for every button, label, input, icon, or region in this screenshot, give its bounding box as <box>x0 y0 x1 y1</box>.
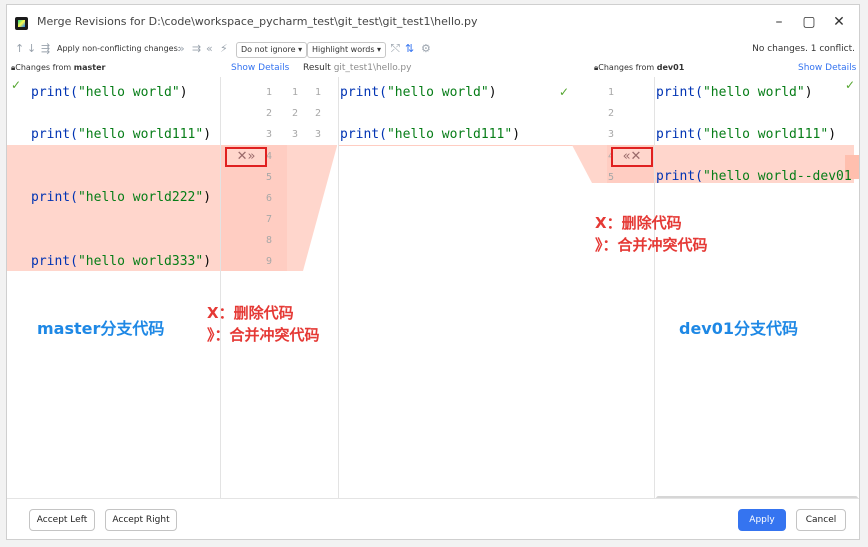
line-number: 6 <box>265 193 273 204</box>
next-change-icon[interactable]: ↓ <box>27 42 37 55</box>
master-branch-annotation: master分支代码 <box>37 319 165 338</box>
result-file-path: git_test1\hello.py <box>333 63 412 73</box>
pycharm-logo-icon <box>15 17 28 30</box>
right-conflict-connector <box>572 145 608 183</box>
apply-non-conflicting-label: Apply non-conflicting changes: <box>57 44 181 53</box>
bottom-bar: Accept Left Accept Right Apply Cancel <box>7 498 859 539</box>
settings-gear-icon[interactable]: ⚙ <box>421 42 431 55</box>
apply-right-icon[interactable]: » <box>178 42 185 55</box>
apply-button[interactable]: Apply <box>738 509 786 531</box>
right-branch-name: dev01 <box>656 63 685 72</box>
dev01-branch-annotation: dev01分支代码 <box>679 319 799 338</box>
merge-conflict-note: 》：合并冲突代码 <box>207 326 320 344</box>
code-line: print("hello world222") <box>31 190 212 205</box>
line-number: 9 <box>265 256 273 267</box>
code-line: print("hello world111") <box>31 127 212 142</box>
line-number: 3 <box>607 129 615 140</box>
code-line: print("hello world") <box>31 85 188 100</box>
cancel-button[interactable]: Cancel <box>796 509 846 531</box>
discard-left-icon[interactable]: ✕ <box>236 149 248 164</box>
left-conflict-actions: ✕» <box>225 147 267 167</box>
delete-code-note: X：删除代码 <box>207 304 294 322</box>
line-number: 1 <box>265 87 273 98</box>
lock-icon: 🔒︎ <box>11 63 16 72</box>
line-number: 3 <box>314 129 322 140</box>
accept-left-change-icon[interactable]: » <box>247 149 256 164</box>
ignore-whitespace-select[interactable]: Do not ignore ▾ <box>236 42 308 58</box>
apply-left-icon[interactable]: « <box>206 42 213 55</box>
title-bar: Merge Revisions for D:\code\workspace_py… <box>7 5 859 39</box>
magic-resolve-icon[interactable]: ⚡ <box>220 42 228 55</box>
line-number: 4 <box>265 151 273 162</box>
result-conflict-marker <box>338 145 588 146</box>
left-conflict-connector <box>287 145 337 271</box>
apply-non-conflicting-icon[interactable]: ⇶ <box>41 42 51 55</box>
previous-change-icon[interactable]: ↑ <box>15 42 25 55</box>
line-number: 5 <box>265 172 273 183</box>
code-line: print("hello world111") <box>340 127 521 142</box>
line-number: 2 <box>607 108 615 119</box>
code-line: print("hello world") <box>340 85 497 100</box>
minimize-icon[interactable]: – <box>775 14 783 30</box>
collapse-icon[interactable]: ⤲ <box>391 42 400 55</box>
maximize-icon[interactable]: ▢ <box>802 14 816 30</box>
apply-all-icon[interactable]: ⇉ <box>192 42 202 55</box>
left-conflict-highlight <box>7 145 220 271</box>
conflict-status: No changes. 1 conflict. <box>752 44 855 54</box>
close-icon[interactable]: ✕ <box>833 14 845 30</box>
line-number: 3 <box>265 129 273 140</box>
toolbar: ↑ ↓ ⇶ Apply non-conflicting changes: » ⇉… <box>7 39 859 61</box>
right-show-details-link[interactable]: Show Details <box>798 63 857 73</box>
line-number: 2 <box>314 108 322 119</box>
left-show-details-link[interactable]: Show Details <box>231 63 290 73</box>
left-branch-name: master <box>73 63 106 72</box>
right-conflict-highlight <box>654 145 854 183</box>
lock-icon: 🔒︎ <box>594 63 599 72</box>
right-edge-marker <box>845 155 859 179</box>
merge-window: Merge Revisions for D:\code\workspace_py… <box>6 4 860 540</box>
accept-right-button[interactable]: Accept Right <box>105 509 177 531</box>
line-number: 5 <box>607 172 615 183</box>
line-number: 3 <box>291 129 299 140</box>
left-check-icon: ✓ <box>11 78 22 92</box>
right-check-icon: ✓ <box>845 78 856 92</box>
right-pane-header: 🔒︎Changes from dev01 <box>594 63 685 72</box>
code-line: print("hello world111") <box>656 127 837 142</box>
line-number: 1 <box>314 87 322 98</box>
line-number: 8 <box>265 235 273 246</box>
right-conflict-actions: «✕ <box>611 147 653 167</box>
discard-right-icon[interactable]: ✕ <box>630 149 642 164</box>
code-line: print("hello world333") <box>31 254 212 269</box>
result-pane-header: Result git_test1\hello.py <box>303 63 412 73</box>
accept-right-change-icon[interactable]: « <box>622 149 631 164</box>
highlight-mode-select[interactable]: Highlight words ▾ <box>307 42 387 58</box>
merge-conflict-note: 》：合并冲突代码 <box>595 236 708 254</box>
divider <box>654 77 655 501</box>
accept-left-button[interactable]: Accept Left <box>29 509 95 531</box>
line-number: 2 <box>265 108 273 119</box>
code-line: print("hello world--dev01 <box>656 169 852 184</box>
line-number: 1 <box>607 87 615 98</box>
left-pane-header: 🔒︎Changes from master <box>11 63 106 72</box>
code-line: print("hello world") <box>656 85 813 100</box>
line-number: 2 <box>291 108 299 119</box>
delete-code-note: X：删除代码 <box>595 214 682 232</box>
sync-scroll-icon[interactable]: ⇅ <box>405 42 415 55</box>
window-title: Merge Revisions for D:\code\workspace_py… <box>37 15 478 28</box>
line-number: 7 <box>265 214 273 225</box>
result-check-icon: ✓ <box>559 85 570 99</box>
divider <box>338 77 339 501</box>
divider <box>220 77 221 501</box>
line-number: 1 <box>291 87 299 98</box>
